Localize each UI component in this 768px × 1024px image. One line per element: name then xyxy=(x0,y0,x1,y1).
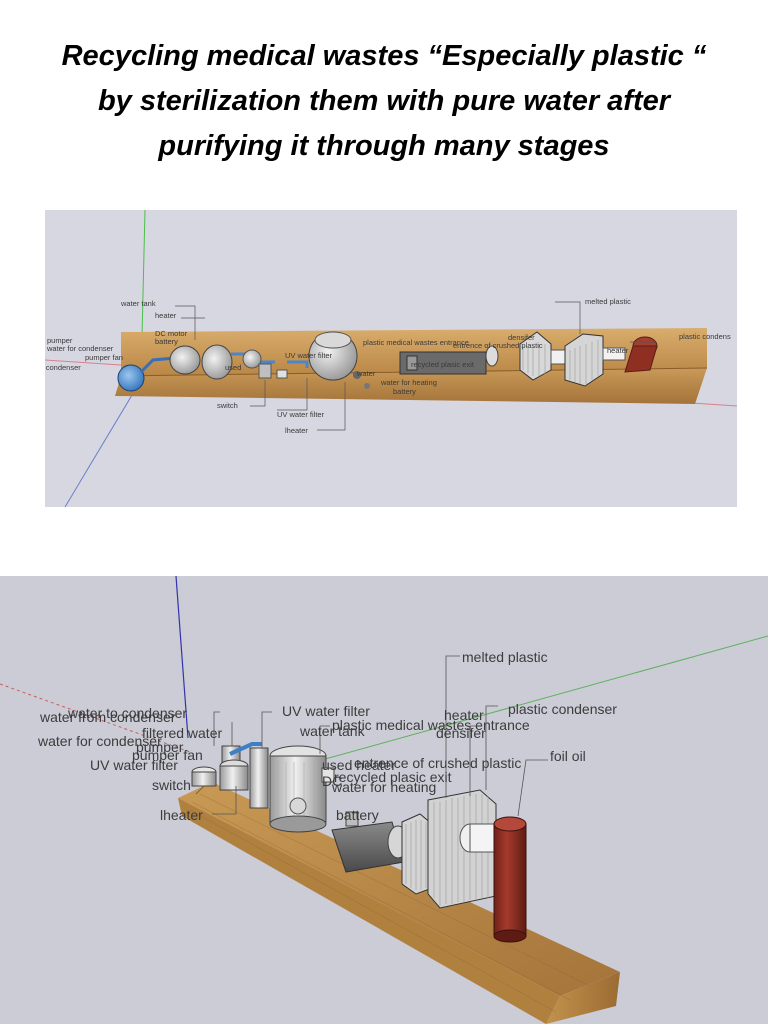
label-entrence-crushed: entrence of crushed plastic xyxy=(453,341,543,350)
axis-blue xyxy=(175,576,189,739)
label-pumper-fan: pumper fan xyxy=(132,747,203,763)
label-uv-water-filter: UV water filter xyxy=(282,703,370,719)
water-tank-small xyxy=(201,344,233,380)
label-dc: DC xyxy=(322,773,342,789)
recycled-exit-pipe xyxy=(399,351,487,375)
wooden-board-top xyxy=(178,782,620,996)
title-line-2: by sterilization them with pure water af… xyxy=(97,85,671,117)
title-line-3: purifying it through many stages xyxy=(158,130,610,162)
label-entrence-crushed: entrence of crushed plastic xyxy=(354,755,521,771)
label-densifer: densifer xyxy=(508,333,535,342)
label-water: water xyxy=(356,369,376,378)
label-lheater: lheater xyxy=(285,426,308,435)
plastic-condenser-cylinder xyxy=(493,823,527,937)
axis-green xyxy=(299,635,768,767)
label-water-condenser: or condenser xyxy=(45,363,81,372)
label-water-for-condenser: water for condenser xyxy=(46,344,114,353)
label-plastic-condenser: plastic condens xyxy=(679,332,731,341)
label-switch: switch xyxy=(217,401,238,410)
axis-blue xyxy=(64,379,142,507)
label-recycled-exit: recycled plasic exit xyxy=(411,360,475,369)
label-used: used xyxy=(225,363,241,372)
label-uv-water-filter-left: UV water filter xyxy=(90,757,178,773)
label-melted-plastic: melted plastic xyxy=(585,297,631,306)
pumper-body xyxy=(169,345,201,375)
used-heater-block xyxy=(258,363,272,379)
label-melted-plastic: melted plastic xyxy=(462,649,548,665)
label-water-to-condenser: water to condenser xyxy=(67,705,187,721)
uv-filter-cylinder xyxy=(249,747,269,809)
label-plastic-medical-entrance: plastic medical wastes entrance xyxy=(332,717,530,733)
label-switch: switch xyxy=(152,777,191,793)
wooden-board-side xyxy=(178,798,560,1024)
label-water-for-heating: water for heating xyxy=(380,378,437,387)
label-battery: battery xyxy=(155,337,178,346)
label-battery-lower: battery xyxy=(393,387,416,396)
model-drawing-top: water tank heater DC motor battery pumpe… xyxy=(45,210,737,507)
blue-pipe xyxy=(229,742,262,756)
pumper-cylinder xyxy=(219,765,249,791)
label-filtered-water: filtered water xyxy=(142,725,222,741)
uv-filter-ball xyxy=(242,349,262,369)
label-battery: battery xyxy=(336,807,379,823)
model-view-perspective: water to condenser water from condenser … xyxy=(0,576,768,1024)
label-heater-right: heater xyxy=(607,346,629,355)
label-uv-filter-top: UV water filter xyxy=(285,351,333,360)
label-water-from-condenser: water from condenser xyxy=(39,709,176,725)
label-water-tank: water tank xyxy=(299,723,366,739)
label-foil-oil: foil oil xyxy=(550,748,586,764)
label-water-for-condenser: water for condenser xyxy=(37,733,162,749)
label-water-for-heating: water for heating xyxy=(331,779,436,795)
switch-box xyxy=(276,369,288,379)
plastic-condenser-body xyxy=(624,345,658,373)
uv-filter-small xyxy=(191,771,217,787)
slide-title: Recycling medical wastes “Especially pla… xyxy=(0,34,768,169)
model-drawing-perspective: water to condenser water from condenser … xyxy=(0,576,768,1024)
label-lheater: lheater xyxy=(160,807,203,823)
label-uv-filter-bottom: UV water filter xyxy=(277,410,325,419)
label-pumper: pumper xyxy=(47,336,73,345)
label-pumper: pumper xyxy=(136,739,184,755)
label-water-tank: water tank xyxy=(120,299,156,308)
label-used-heater: used heater xyxy=(322,757,396,773)
label-heater: heater xyxy=(444,707,484,723)
label-pumper-fan: pumper fan xyxy=(85,353,123,362)
title-line-1: Recycling medical wastes “Especially pla… xyxy=(61,40,707,72)
condenser-blue xyxy=(117,364,145,392)
heater-block xyxy=(564,333,604,387)
label-heater: heater xyxy=(155,311,177,320)
model-view-top: water tank heater DC motor battery pumpe… xyxy=(45,210,737,507)
label-plastic-condenser: plastic condenser xyxy=(508,701,617,717)
label-plastic-medical-entrance: plastic medical wastes entrance xyxy=(363,338,469,347)
label-dc-motor: DC motor xyxy=(155,329,188,338)
label-densifer: densifer xyxy=(436,725,486,741)
label-recycled-exit: recycled plasic exit xyxy=(334,769,452,785)
axis-red xyxy=(0,683,191,753)
wooden-board-end xyxy=(546,972,620,1024)
